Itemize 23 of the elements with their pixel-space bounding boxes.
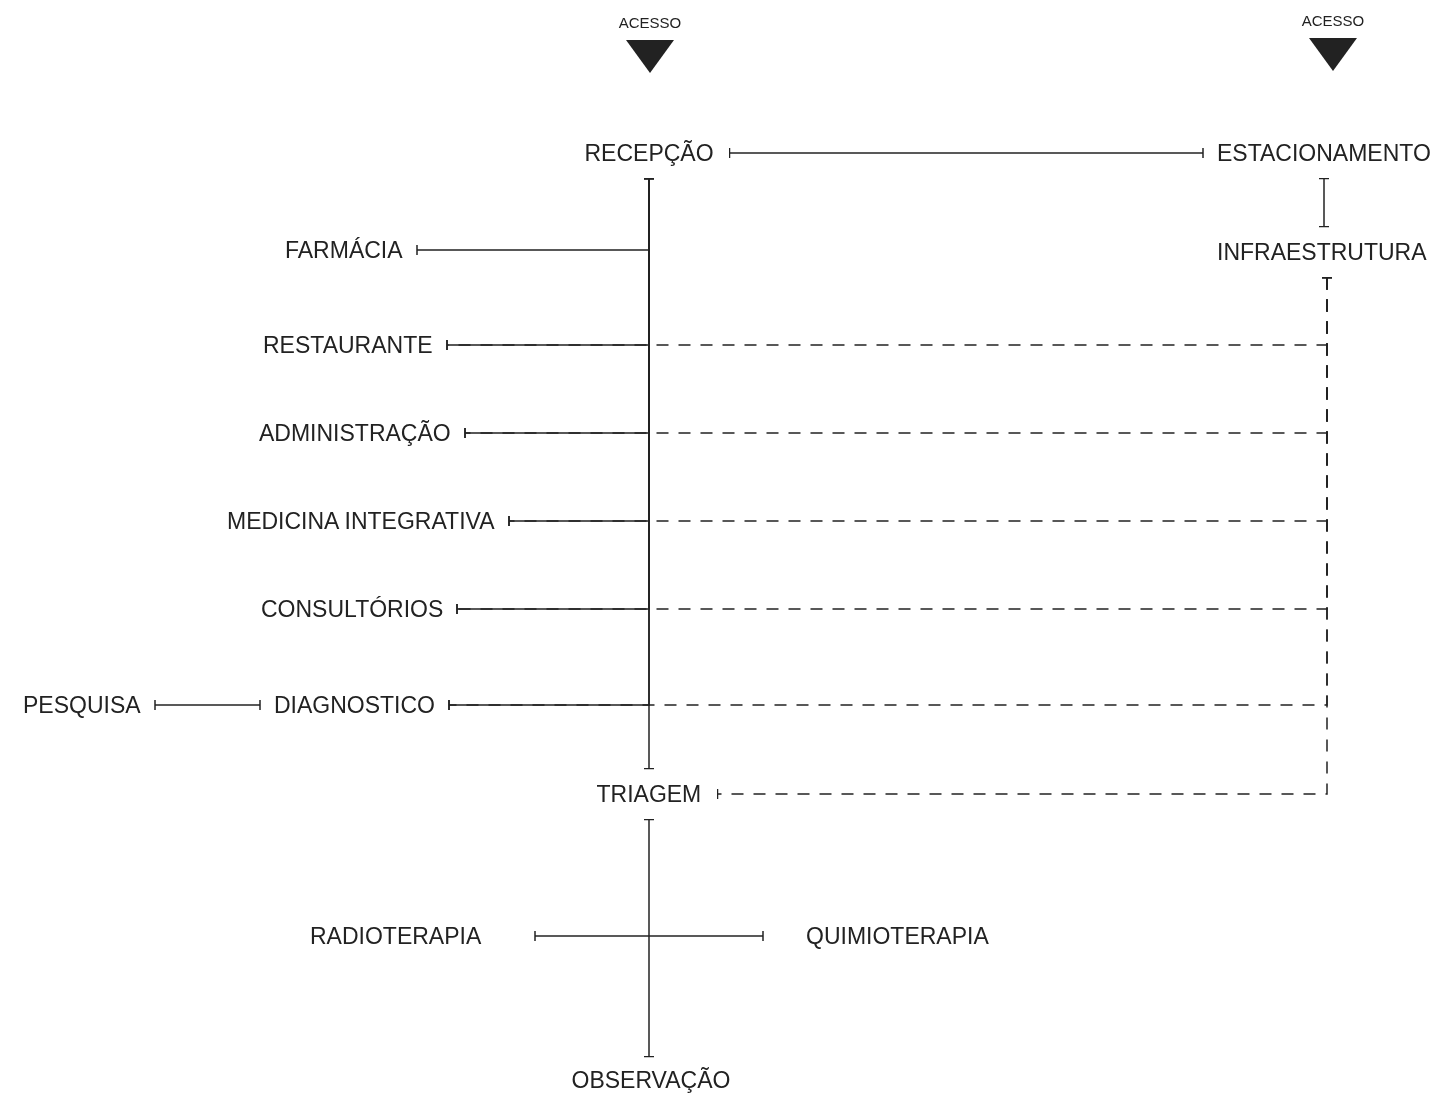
area-label: RADIOTERAPIA (256, 910, 536, 962)
area-label: INFRAESTRUTURA (1203, 226, 1441, 278)
connector-line (534, 930, 764, 942)
area-label: OBSERVAÇÃO (555, 1056, 747, 1102)
area-label: PESQUISA (9, 679, 155, 731)
area-label: RECEPÇÃO (568, 127, 730, 179)
area-label: TRIAGEM (580, 768, 718, 820)
area-label: FARMÁCIA (271, 224, 417, 276)
area-label: CONSULTÓRIOS (247, 583, 458, 635)
area-label: RESTAURANTE (249, 319, 447, 371)
connector-line (643, 818, 655, 1058)
area-label: ESTACIONAMENTO (1203, 127, 1445, 179)
connector-line (448, 177, 655, 711)
access-label: ACESSO (1301, 12, 1365, 29)
area-label: QUIMIOTERAPIA (763, 910, 1032, 962)
dashed-connector (716, 276, 1333, 800)
access-label: ACESSO (618, 14, 682, 31)
connector-line (154, 699, 261, 711)
connector-line (728, 147, 1204, 159)
area-label: ADMINISTRAÇÃO (245, 407, 465, 459)
area-label: MEDICINA INTEGRATIVA (213, 495, 509, 547)
connector-line (1318, 177, 1330, 228)
area-label: DIAGNOSTICO (260, 679, 449, 731)
